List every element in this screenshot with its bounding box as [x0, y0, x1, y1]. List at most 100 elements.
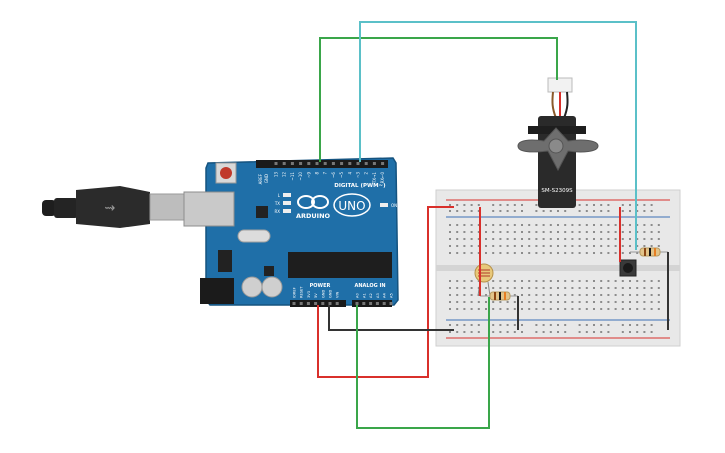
breadboard-hole[interactable]	[449, 245, 451, 247]
breadboard-hole[interactable]	[492, 324, 495, 326]
breadboard-hole[interactable]	[643, 280, 646, 282]
digital-pin[interactable]	[323, 162, 327, 165]
breadboard-hole[interactable]	[636, 238, 639, 240]
breadboard-hole[interactable]	[470, 210, 473, 212]
breadboard-hole[interactable]	[578, 280, 581, 282]
breadboard-hole[interactable]	[557, 245, 559, 247]
breadboard-hole[interactable]	[549, 308, 552, 310]
digital-pin[interactable]	[331, 162, 335, 165]
breadboard-hole[interactable]	[578, 294, 581, 296]
breadboard-hole[interactable]	[477, 231, 480, 233]
breadboard-hole[interactable]	[528, 252, 531, 254]
breadboard-hole[interactable]	[513, 301, 516, 303]
breadboard-hole[interactable]	[477, 204, 480, 206]
breadboard-hole[interactable]	[600, 210, 603, 212]
breadboard-hole[interactable]	[549, 287, 552, 289]
breadboard-hole[interactable]	[636, 252, 639, 254]
breadboard-hole[interactable]	[513, 294, 516, 296]
breadboard-hole[interactable]	[456, 301, 459, 303]
breadboard-hole[interactable]	[621, 245, 624, 247]
breadboard-hole[interactable]	[528, 294, 531, 296]
breadboard-hole[interactable]	[557, 301, 559, 303]
breadboard-hole[interactable]	[564, 252, 567, 254]
breadboard-hole[interactable]	[607, 238, 610, 240]
breadboard-hole[interactable]	[650, 231, 653, 233]
breadboard-hole[interactable]	[513, 210, 516, 212]
breadboard-hole[interactable]	[636, 231, 639, 233]
breadboard-hole[interactable]	[564, 308, 567, 310]
breadboard-hole[interactable]	[477, 210, 480, 212]
breadboard-hole[interactable]	[607, 210, 610, 212]
breadboard-hole[interactable]	[607, 287, 610, 289]
breadboard-hole[interactable]	[600, 231, 603, 233]
breadboard-hole[interactable]	[614, 238, 617, 240]
breadboard-hole[interactable]	[650, 210, 653, 212]
breadboard-hole[interactable]	[564, 280, 567, 282]
breadboard-hole[interactable]	[621, 294, 624, 296]
breadboard-hole[interactable]	[657, 294, 660, 296]
breadboard-hole[interactable]	[449, 224, 451, 226]
breadboard-hole[interactable]	[621, 210, 624, 212]
breadboard-hole[interactable]	[513, 287, 516, 289]
breadboard-hole[interactable]	[513, 252, 516, 254]
analog-pin[interactable]	[382, 302, 386, 305]
breadboard-hole[interactable]	[492, 280, 495, 282]
breadboard-hole[interactable]	[470, 224, 473, 226]
breadboard-hole[interactable]	[492, 252, 495, 254]
analog-pin[interactable]	[355, 302, 359, 305]
breadboard-hole[interactable]	[643, 294, 646, 296]
breadboard-hole[interactable]	[463, 308, 466, 310]
breadboard-hole[interactable]	[506, 224, 509, 226]
breadboard-hole[interactable]	[578, 238, 581, 240]
power-pin[interactable]	[292, 302, 296, 305]
breadboard-hole[interactable]	[643, 308, 646, 310]
breadboard-hole[interactable]	[477, 238, 480, 240]
breadboard-hole[interactable]	[600, 294, 603, 296]
breadboard-hole[interactable]	[449, 308, 451, 310]
breadboard-hole[interactable]	[571, 287, 574, 289]
breadboard-hole[interactable]	[470, 238, 473, 240]
breadboard-hole[interactable]	[607, 301, 610, 303]
breadboard-hole[interactable]	[456, 245, 459, 247]
breadboard-hole[interactable]	[549, 324, 552, 326]
breadboard-hole[interactable]	[621, 331, 624, 333]
breadboard-hole[interactable]	[521, 324, 523, 326]
breadboard[interactable]	[435, 189, 681, 347]
breadboard-hole[interactable]	[629, 324, 631, 326]
breadboard-hole[interactable]	[506, 331, 509, 333]
breadboard-hole[interactable]	[542, 301, 545, 303]
breadboard-hole[interactable]	[485, 238, 487, 240]
pushbutton[interactable]	[619, 259, 637, 277]
breadboard-hole[interactable]	[614, 231, 617, 233]
breadboard-hole[interactable]	[549, 252, 552, 254]
breadboard-hole[interactable]	[499, 301, 502, 303]
breadboard-hole[interactable]	[542, 280, 545, 282]
breadboard-hole[interactable]	[636, 301, 639, 303]
breadboard-hole[interactable]	[492, 210, 495, 212]
breadboard-hole[interactable]	[557, 210, 559, 212]
breadboard-hole[interactable]	[607, 224, 610, 226]
breadboard-hole[interactable]	[521, 294, 523, 296]
breadboard-hole[interactable]	[636, 210, 639, 212]
breadboard-hole[interactable]	[513, 308, 516, 310]
breadboard-hole[interactable]	[657, 224, 660, 226]
analog-pin[interactable]	[389, 302, 393, 305]
breadboard-hole[interactable]	[477, 252, 480, 254]
breadboard-hole[interactable]	[600, 245, 603, 247]
breadboard-hole[interactable]	[535, 331, 538, 333]
breadboard-hole[interactable]	[650, 238, 653, 240]
breadboard-hole[interactable]	[621, 280, 624, 282]
breadboard-hole[interactable]	[585, 238, 588, 240]
breadboard-hole[interactable]	[456, 324, 459, 326]
breadboard-hole[interactable]	[463, 294, 466, 296]
breadboard-hole[interactable]	[470, 287, 473, 289]
breadboard-hole[interactable]	[470, 245, 473, 247]
breadboard-hole[interactable]	[607, 324, 610, 326]
breadboard-hole[interactable]	[571, 280, 574, 282]
breadboard-hole[interactable]	[499, 245, 502, 247]
breadboard-hole[interactable]	[506, 280, 509, 282]
breadboard-hole[interactable]	[499, 308, 502, 310]
breadboard-hole[interactable]	[463, 287, 466, 289]
digital-pin[interactable]	[356, 162, 360, 165]
breadboard-hole[interactable]	[470, 204, 473, 206]
